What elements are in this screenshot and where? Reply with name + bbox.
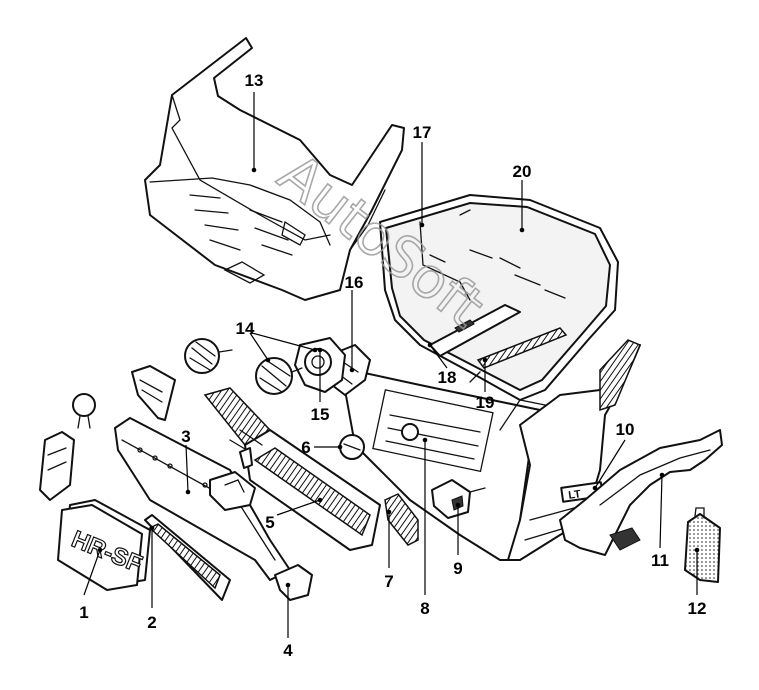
label-10: 10 — [616, 420, 635, 439]
part-5-bumper-reinforcement — [203, 387, 381, 551]
part-4-bumper-end-cap — [274, 564, 313, 601]
label-13: 13 — [245, 71, 264, 90]
label-3: 3 — [181, 427, 190, 446]
part-1-licence-plate: HR-SF — [57, 499, 151, 591]
label-18: 18 — [438, 368, 457, 387]
label-2: 2 — [147, 613, 156, 632]
leader-dots — [97, 167, 700, 588]
label-6: 6 — [301, 438, 310, 457]
label-15: 15 — [311, 405, 330, 424]
label-7: 7 — [384, 572, 393, 591]
part-7-reflector — [384, 493, 419, 546]
part-1-plate-bracket — [39, 431, 75, 501]
label-17: 17 — [413, 123, 432, 142]
part-18-wiper-arm — [429, 304, 521, 357]
bumper-mounting-bracket — [209, 447, 256, 511]
label-11: 11 — [651, 551, 669, 570]
label-12: 12 — [688, 599, 707, 618]
part-19-wiper-blade — [469, 327, 568, 383]
leader-lines — [83, 92, 698, 638]
part-11-wheel-arch-trim — [559, 429, 723, 556]
part-14-lamp-bulb-holders — [184, 338, 303, 395]
label-9: 9 — [453, 559, 462, 578]
label-16: 16 — [345, 273, 364, 292]
label-19: 19 — [476, 393, 495, 412]
part-2-bumper-strip — [144, 514, 231, 601]
part-6-emblem — [339, 434, 365, 460]
label-14: 14 — [236, 319, 255, 338]
label-5: 5 — [265, 513, 274, 532]
label-4: 4 — [283, 641, 293, 660]
part-13-rear-body-panel — [144, 37, 405, 301]
bulb — [72, 393, 96, 429]
label-20: 20 — [513, 162, 532, 181]
left-tail-lamp — [131, 365, 176, 421]
badge-text: LT — [568, 488, 582, 502]
part-number-labels: 1 2 3 4 5 6 7 8 9 10 11 12 13 14 15 16 1… — [79, 71, 706, 660]
part-12-fuel-filler-flap — [684, 507, 721, 583]
label-8: 8 — [420, 599, 429, 618]
right-quarter-panel — [507, 339, 641, 561]
label-1: 1 — [79, 603, 88, 622]
